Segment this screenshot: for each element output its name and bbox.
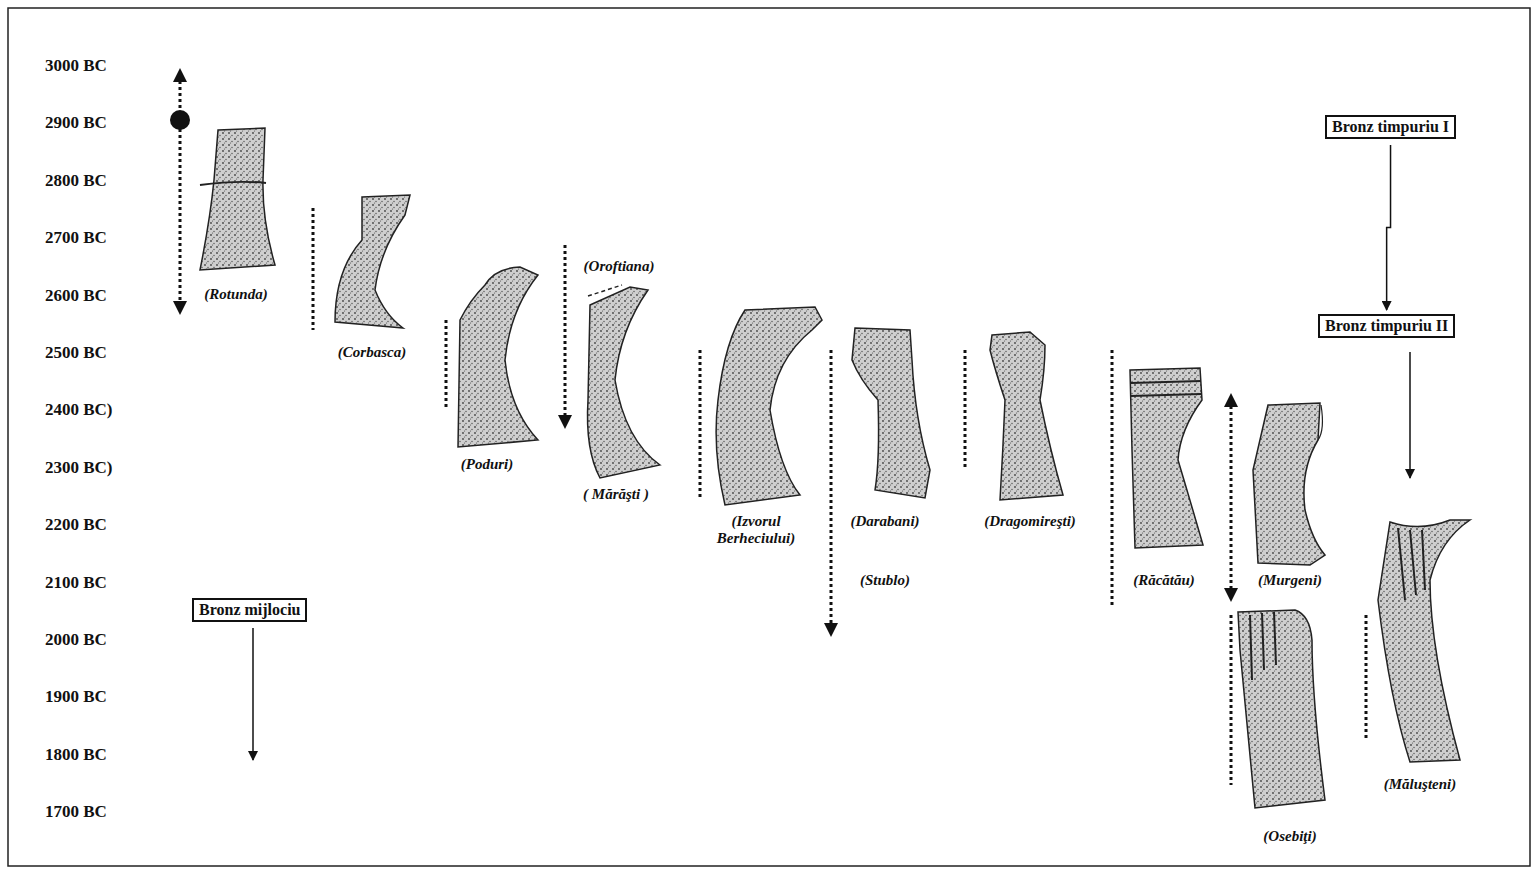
site-label: (Răcătău) — [1133, 572, 1195, 589]
period-box: Bronz timpuriu I — [1325, 115, 1456, 139]
year-label: 2800 BC — [45, 171, 107, 191]
year-label: 1900 BC — [45, 687, 107, 707]
period-box: Bronz mijlociu — [192, 598, 307, 622]
site-label: (Rotunda) — [204, 286, 267, 303]
year-label: 2400 BC) — [45, 400, 113, 420]
site-label: (Izvorul Berheciului) — [700, 513, 812, 547]
year-label: 1700 BC — [45, 802, 107, 822]
site-label: (Oroftiana) — [584, 258, 655, 275]
period-name: Bronz mijlociu — [199, 601, 300, 619]
site-label: (Murgeni) — [1258, 572, 1322, 589]
period-name: Bronz timpuriu I — [1332, 118, 1449, 136]
year-label: 3000 BC — [45, 56, 107, 76]
period-arrow — [1387, 145, 1391, 310]
site-label: (Poduri) — [461, 456, 514, 473]
site-label: (Stublo) — [860, 572, 910, 589]
site-label: (Dragomireşti) — [984, 513, 1076, 530]
year-label: 2900 BC — [45, 113, 107, 133]
year-label: 2700 BC — [45, 228, 107, 248]
year-label: 1800 BC — [45, 745, 107, 765]
site-label: (Măluşteni) — [1384, 776, 1457, 793]
period-name: Bronz timpuriu II — [1325, 317, 1448, 335]
year-label: 2600 BC — [45, 286, 107, 306]
period-box: Bronz timpuriu II — [1318, 314, 1455, 338]
site-label: (Darabani) — [850, 513, 919, 530]
site-label: (Corbasca) — [338, 344, 406, 361]
year-label: 2100 BC — [45, 573, 107, 593]
year-label: 2500 BC — [45, 343, 107, 363]
site-label: (Osebiţi) — [1263, 828, 1316, 845]
year-label: 2300 BC) — [45, 458, 113, 478]
site-label: ( Mărăşti ) — [583, 486, 649, 503]
year-label: 2200 BC — [45, 515, 107, 535]
year-label: 2000 BC — [45, 630, 107, 650]
